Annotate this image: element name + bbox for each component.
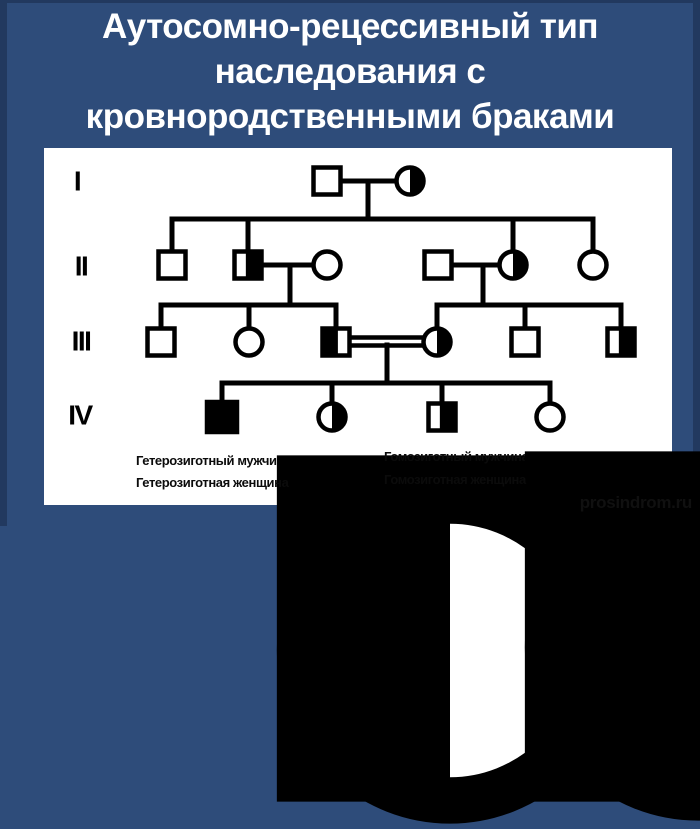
legend-item-homozygous-male: Гомозиготный мужчина	[384, 446, 700, 798]
watermark: prosindrom.ru	[579, 493, 693, 512]
legend-item-heterozygous-male: Гетерозиготный мужчина	[136, 450, 624, 802]
legend-label: Гомозиготный мужчина	[384, 448, 529, 464]
legend-item-homozygous-female: Гомозиготная женщина	[384, 469, 700, 821]
legend-item-heterozygous-female: Гетерозиготная женщина	[136, 472, 624, 824]
svg-text:III: III	[72, 326, 91, 357]
svg-text:IV: IV	[68, 400, 93, 431]
slide-title: Аутосомно-рецессивный тип наследования с…	[0, 4, 700, 139]
slide: Аутосомно-рецессивный тип наследования с…	[0, 4, 700, 824]
legend-label: Гетерозиготный мужчина	[136, 452, 291, 468]
svg-text:II: II	[75, 251, 88, 282]
title-line-1: Аутосомно-рецессивный тип	[101, 7, 599, 46]
title-line-2: наследования с	[214, 52, 486, 91]
title-line-3: кровнородственными браками	[85, 97, 615, 136]
legend-label: Гомозиготная женщина	[384, 471, 526, 487]
svg-text:I: I	[74, 166, 80, 197]
homozygous-female-icon	[524, 474, 700, 821]
legend-label: Гетерозиготная женщина	[136, 474, 289, 490]
